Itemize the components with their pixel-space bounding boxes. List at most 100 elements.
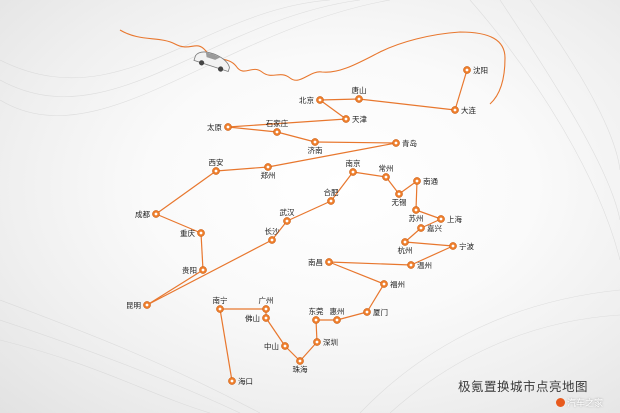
- route-segment: [352, 171, 387, 178]
- city-marker-wuhan[interactable]: [283, 217, 291, 225]
- route-segment: [454, 69, 468, 111]
- city-label-xian: 西安: [209, 157, 224, 167]
- city-marker-shenzhen[interactable]: [313, 338, 321, 346]
- autohome-logo-icon: [556, 398, 565, 407]
- route-segment: [330, 171, 354, 202]
- city-label-foshan: 佛山: [245, 313, 260, 323]
- city-label-dalian: 大连: [461, 105, 476, 115]
- city-label-changzhou: 常州: [379, 164, 394, 173]
- city-marker-chongqing[interactable]: [197, 229, 205, 237]
- city-label-hangzhou: 杭州: [398, 245, 413, 255]
- city-label-chongqing: 重庆: [180, 228, 195, 238]
- city-label-shanghai: 上海: [447, 214, 462, 224]
- city-marker-zhuhai[interactable]: [296, 357, 304, 365]
- city-marker-wuxi[interactable]: [395, 190, 403, 198]
- city-marker-dalian[interactable]: [451, 106, 459, 114]
- city-label-fuzhou: 福州: [390, 280, 405, 289]
- route-segment: [328, 261, 385, 285]
- city-marker-nanjing[interactable]: [349, 168, 357, 176]
- route-segment: [146, 269, 204, 306]
- city-marker-hefei[interactable]: [327, 197, 335, 205]
- city-label-wuhan: 武汉: [280, 207, 295, 217]
- route-segment: [265, 317, 286, 347]
- city-marker-suzhou[interactable]: [412, 206, 420, 214]
- city-marker-haikou[interactable]: [228, 377, 236, 385]
- city-label-guiyang: 贵阳: [182, 265, 197, 275]
- route-segment: [319, 99, 347, 120]
- route-segment: [410, 245, 454, 266]
- city-marker-beijing[interactable]: [316, 96, 324, 104]
- city-label-xiamen: 厦门: [373, 308, 388, 317]
- city-marker-qingdao[interactable]: [392, 139, 400, 147]
- city-label-wuxi: 无锡: [392, 198, 407, 207]
- city-label-beijing: 北京: [299, 95, 314, 105]
- route-segment: [336, 311, 368, 321]
- city-marker-hangzhou[interactable]: [401, 238, 409, 246]
- city-label-wenzhou: 温州: [417, 261, 432, 270]
- route-segment: [404, 241, 454, 247]
- city-marker-huizhou[interactable]: [333, 316, 341, 324]
- car-icon: [193, 51, 230, 72]
- route-segment: [227, 126, 278, 133]
- city-marker-foshan[interactable]: [262, 314, 270, 322]
- city-marker-zhengzhou[interactable]: [264, 163, 272, 171]
- city-label-qingdao: 青岛: [402, 138, 417, 148]
- car-road-path: [119, 29, 506, 105]
- route-segment: [219, 308, 233, 382]
- city-marker-dongguan[interactable]: [312, 316, 320, 324]
- city-marker-xian[interactable]: [212, 167, 220, 175]
- route-segment: [314, 141, 397, 144]
- watermark: 汽车之家: [556, 396, 603, 409]
- city-marker-tianjin[interactable]: [342, 115, 350, 123]
- route-segment: [155, 170, 217, 215]
- city-marker-guangzhou[interactable]: [262, 305, 270, 313]
- city-marker-taiyuan[interactable]: [224, 123, 232, 131]
- city-marker-changzhou[interactable]: [382, 173, 390, 181]
- route-segment: [415, 209, 442, 220]
- city-marker-xiamen[interactable]: [363, 308, 371, 316]
- city-label-hefei: 合肥: [324, 187, 339, 197]
- city-label-taiyuan: 太原: [207, 122, 222, 132]
- city-label-dongguan: 东莞: [309, 306, 324, 316]
- city-label-jinan: 济南: [308, 145, 323, 155]
- route-segment: [146, 239, 273, 306]
- city-label-nanning: 南宁: [213, 295, 228, 305]
- city-marker-tangshan[interactable]: [355, 95, 363, 103]
- city-label-jiaxing: 嘉兴: [427, 223, 442, 233]
- city-marker-nanning[interactable]: [216, 305, 224, 313]
- city-label-tianjin: 天津: [352, 115, 367, 124]
- city-marker-fuzhou[interactable]: [380, 280, 388, 288]
- city-label-nantong: 南通: [423, 176, 438, 186]
- city-marker-ningbo[interactable]: [449, 242, 457, 250]
- city-label-chengdu: 成都: [135, 209, 150, 219]
- route-segment: [319, 98, 360, 101]
- city-marker-shenyang[interactable]: [463, 66, 471, 74]
- city-label-nanjing: 南京: [346, 158, 361, 168]
- city-label-suzhou: 苏州: [409, 213, 424, 223]
- route-segment: [415, 180, 418, 211]
- route-segment: [271, 220, 288, 241]
- city-marker-chengdu[interactable]: [152, 210, 160, 218]
- city-marker-shijiazhuang[interactable]: [273, 128, 281, 136]
- city-label-changsha: 长沙: [265, 226, 280, 236]
- route-segment: [299, 341, 318, 362]
- city-marker-jinan[interactable]: [311, 138, 319, 146]
- city-marker-shanghai[interactable]: [437, 215, 445, 223]
- city-marker-zhongshan[interactable]: [281, 342, 289, 350]
- city-marker-guiyang[interactable]: [199, 266, 207, 274]
- route-segment: [227, 118, 347, 128]
- route-segment: [215, 166, 269, 172]
- city-marker-nantong[interactable]: [413, 177, 421, 185]
- route-segment: [155, 213, 202, 234]
- city-marker-changsha[interactable]: [268, 236, 276, 244]
- city-marker-wenzhou[interactable]: [407, 261, 415, 269]
- city-label-shijiazhuang: 石家庄: [266, 118, 289, 128]
- city-marker-jiaxing[interactable]: [417, 224, 425, 232]
- city-marker-nanchang[interactable]: [325, 258, 333, 266]
- city-marker-kunming[interactable]: [143, 301, 151, 309]
- route-segment: [267, 142, 397, 168]
- route-segment: [358, 98, 456, 111]
- route-lines: [146, 69, 468, 382]
- city-label-zhengzhou: 郑州: [261, 170, 276, 180]
